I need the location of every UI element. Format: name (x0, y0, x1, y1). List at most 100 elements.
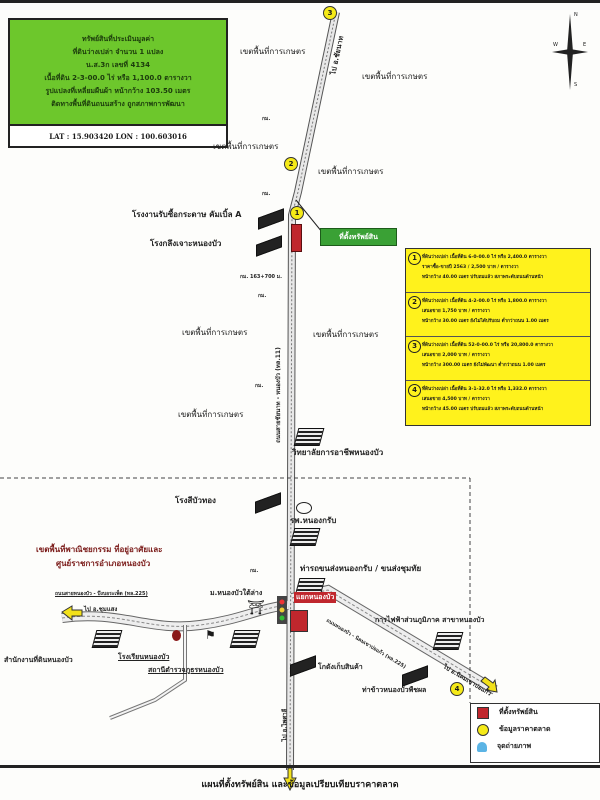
km-marker: กม. (250, 568, 259, 574)
intersection-label: แยกหนองบัว (294, 592, 337, 603)
temple-icon: ⛩ (247, 600, 265, 616)
property-line: รูปแปลงที่เหลี่ยมผืนผ้า หน้ากว้าง 103.50… (45, 87, 191, 95)
arrow-east-icon (480, 676, 498, 693)
compass-west: W (553, 42, 558, 48)
agri-zone-label: เขตพื้นที่การเกษตร (213, 142, 279, 151)
asset-location-marker[interactable] (291, 224, 302, 252)
property-line: เนื้อที่ดิน 2-3-00.0 ไร่ หรือ 1,100.0 ตา… (44, 74, 192, 82)
electricity-label: การไฟฟ้าส่วนภูมิภาค สาขาหนองบัว (375, 616, 485, 624)
legend-label: จุดถ่ายภาพ (497, 742, 532, 750)
map-caption: แผนที่ตั้งทรัพย์สิน และข้อมูลเปรียบเทียบ… (201, 780, 399, 790)
agri-zone-label: เขตพื้นที่การเกษตร (240, 47, 306, 56)
building-icon (91, 630, 123, 648)
camera-point-icon (477, 741, 487, 752)
building-icon (293, 428, 325, 446)
agri-zone-label: เขตพื้นที่การเกษตร (182, 328, 248, 337)
hospital-icon (296, 502, 312, 514)
factory-2-label: โรงกลึงเจาะหนองบัว (150, 239, 222, 248)
km-marker: กม. (255, 383, 264, 389)
market-data-line: เสนอขาย 4,500 บาท / ตารางวา (422, 397, 490, 402)
property-info-box: ทรัพย์สินที่ประเมินมูลค่า ที่ดินว่างเปล่… (8, 18, 228, 148)
property-line: ติดทางพื้นที่ดินถนนสร้าง ถูกสภาพการพัฒนา (51, 100, 185, 108)
asset-pointer-line (295, 199, 323, 233)
market-data-line: หน้ากว้าง 40.00 เมตร ปรับถมแล้ว สภาพระดั… (422, 275, 544, 280)
market-data-number: 3 (408, 340, 421, 353)
police-label: สถานีตำรวจภูธรหนองบัว (148, 666, 224, 674)
coordinates: LAT : 15.903420 LON : 100.603016 (49, 132, 187, 141)
bus-station-label: ท่ารถขนส่งหนองกรับ / ขนส่งชุมทัย (300, 564, 422, 573)
road-west-label: ไป อ.ชุมแสง (84, 606, 118, 613)
rice-mill-label: โรงสีบัวทอง (175, 496, 216, 505)
legend: ที่ตั้งทรัพย์สิน ข้อมูลราคาตลาด จุดถ่ายภ… (470, 703, 600, 763)
hospital-label: รพ.หนองกรับ (290, 516, 337, 525)
road-south-label: ไป อ.ไพศาลี (281, 708, 289, 742)
legend-item-photo: จุดถ่ายภาพ (471, 738, 599, 755)
compass-south: S (574, 82, 578, 88)
west-road (61, 600, 289, 632)
building-icon (432, 632, 464, 650)
side-road (109, 625, 187, 720)
road-main-name: ถนนสายชัยนาท - หนองบัว (ทล.11) (274, 347, 282, 443)
main-road (286, 11, 340, 771)
bottom-border (0, 765, 600, 768)
market-data-line: ที่ดินว่างเปล่า เนื้อที่ดิน 6-0-00.0 ไร่… (422, 255, 547, 260)
district-office-label: สำนักงานที่ดินหนองบัว (4, 656, 73, 664)
agri-zone-label: เขตพื้นที่การเกษตร (362, 72, 428, 81)
market-marker-2[interactable]: 2 (284, 157, 298, 171)
building-icon (289, 528, 321, 546)
km-marker: กม. (258, 293, 267, 299)
arrow-south-icon (283, 767, 297, 792)
market-data-number: 4 (408, 384, 421, 397)
factory-1-label: โรงงานรับซื้อกระดาษ คัมเบิ้ล A (132, 210, 242, 219)
top-border (0, 0, 600, 3)
market-data-line: ที่ดินว่างเปล่า เนื้อที่ดิน 52-0-00.0 ไร… (422, 343, 554, 348)
market-marker-3[interactable]: 3 (323, 6, 337, 20)
asset-square-icon (477, 706, 489, 719)
market-data-line: เสนอขาย 1,750 บาท / ตารางวา (422, 309, 490, 314)
compass-icon: W E N S (550, 12, 590, 92)
property-line: น.ส.3ก เลขที่ 4134 (86, 61, 150, 69)
agri-zone-label: เขตพื้นที่การเกษตร (313, 330, 379, 339)
market-data-item: 1 ที่ดินว่างเปล่า เนื้อที่ดิน 6-0-00.0 ไ… (406, 249, 590, 293)
school-2-label: โรงเรียนหนองบัว (118, 653, 170, 661)
residential-zone-label-2: ศูนย์ราชการอำเภอหนองบัว (56, 559, 151, 568)
market-data-line: หน้ากว้าง 45.00 เมตร ปรับถมแล้ว สภาพระดั… (422, 407, 544, 412)
compass-east: E (583, 42, 587, 48)
arrow-west-icon (61, 605, 83, 622)
legend-item-asset: ที่ตั้งทรัพย์สิน (471, 704, 599, 721)
zone-boundary (0, 477, 471, 703)
market-data-line: เสนอขาย 2,000 บาท / ตารางวา (422, 353, 490, 358)
market-marker-4[interactable]: 4 (450, 682, 464, 696)
landmark-icon (172, 630, 181, 641)
residential-zone-label: เขตพื้นที่พาณิชยกรรม ที่อยู่อาศัยและ (36, 545, 163, 554)
market-data-number: 1 (408, 252, 421, 265)
market-data-line: ที่ดินว่างเปล่า เนื้อที่ดิน 3-1-32.0 ไร่… (422, 387, 547, 392)
legend-label: ข้อมูลราคาตลาด (499, 725, 551, 733)
legend-item-market: ข้อมูลราคาตลาด (471, 721, 599, 738)
market-data-item: 4 ที่ดินว่างเปล่า เนื้อที่ดิน 3-1-32.0 ไ… (406, 381, 590, 425)
temple-label: ม.หนองบัวใต้ล่าง (210, 589, 263, 597)
km-marker: กม. (262, 116, 271, 122)
legend-label: ที่ตั้งทรัพย์สิน (499, 708, 538, 716)
road-west-name: ถนนสายหนองบัว - บึงบอระเพ็ด (ทล.225) (55, 591, 148, 597)
km-marker-2: กม. 163+700 ม. (240, 274, 282, 280)
market-data-line: ที่ดินว่างเปล่า เนื้อที่ดิน 4-2-00.0 ไร่… (422, 299, 547, 304)
asset-location-label: ที่ตั้งทรัพย์สิน (320, 228, 397, 246)
market-data-line: หน้ากว้าง 300.00 เมตร ยังไม่พัฒนา ต่ำกว่… (422, 363, 546, 368)
building-icon (229, 630, 261, 648)
agri-zone-label: เขตพื้นที่การเกษตร (318, 167, 384, 176)
km-marker: กม. (262, 191, 271, 197)
market-data-item: 2 ที่ดินว่างเปล่า เนื้อที่ดิน 4-2-00.0 ไ… (406, 293, 590, 337)
market-data-line: หน้ากว้าง 30.00 เมตร ยังไม่ได้ปรับถม ต่ำ… (422, 319, 549, 324)
market-data-line: ราคาซื้อ-ขายปี 2563 / 2,500 บาท / ตารางว… (422, 265, 519, 270)
market-data-item: 3 ที่ดินว่างเปล่า เนื้อที่ดิน 52-0-00.0 … (406, 337, 590, 381)
market-marker-1[interactable]: 1 (290, 206, 304, 220)
property-line: ทรัพย์สินที่ประเมินมูลค่า (81, 35, 155, 43)
warehouse-label: โกดังเก็บสินค้า (318, 663, 363, 671)
school-label: วิทยาลัยการอาชีพหนองบัว (292, 448, 384, 457)
market-data-box: 1 ที่ดินว่างเปล่า เนื้อที่ดิน 6-0-00.0 ไ… (405, 248, 591, 426)
port-label: ท่าข้าวหนองบัวพืชผล (362, 686, 427, 694)
photo-point-marker[interactable] (290, 610, 308, 632)
market-circle-icon (477, 723, 489, 736)
police-icon: ⚑ (205, 628, 216, 642)
